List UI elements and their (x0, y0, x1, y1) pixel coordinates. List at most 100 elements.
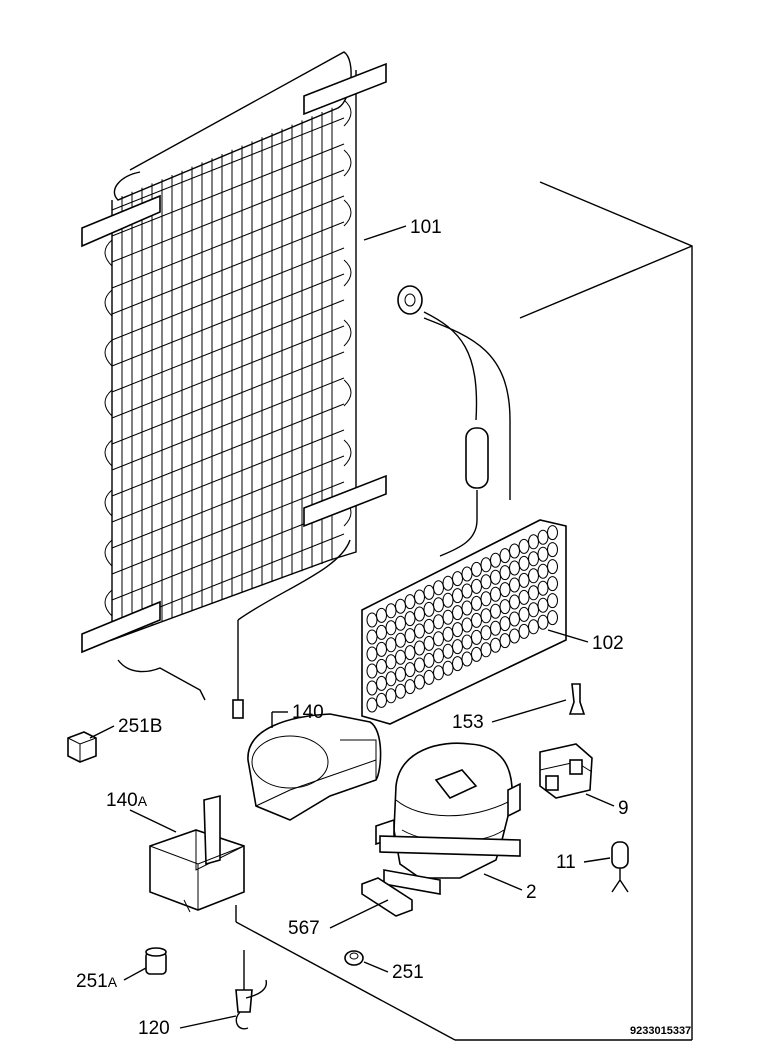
filter-drier (397, 285, 511, 557)
evaporator-coil (518, 555, 530, 571)
evaporator-coil (461, 651, 473, 667)
condenser-tube (111, 299, 345, 393)
evaporator-coil (404, 679, 416, 695)
evaporator-coil (490, 586, 501, 602)
evaporator-coil (499, 548, 511, 564)
label-120: 120 (138, 1018, 170, 1039)
label-101: 101 (410, 217, 442, 238)
condenser-wire-grid (121, 107, 333, 636)
evaporator-coil (376, 641, 387, 657)
evaporator-coil (423, 669, 435, 685)
evaporator-coil (518, 606, 530, 622)
evaporator-coil (518, 623, 530, 639)
evaporator-coil (385, 603, 397, 619)
evaporator-coil (366, 629, 378, 645)
evaporator-coil (395, 683, 406, 699)
evaporator-coil (366, 612, 378, 628)
evaporator-coil (528, 585, 539, 601)
relay (539, 743, 593, 799)
evaporator-coil (509, 594, 520, 610)
clip-153 (568, 683, 586, 715)
thermostat-probe (235, 950, 268, 1030)
evaporator-coil (385, 637, 397, 653)
evaporator-coil (442, 626, 454, 642)
evaporator-coil (471, 612, 482, 628)
evaporator-coil (547, 610, 558, 626)
evaporator-coil (414, 640, 425, 656)
condenser-tube (111, 325, 345, 419)
evaporator-coil (423, 601, 435, 617)
condenser-right-loops (343, 99, 352, 527)
evaporator-coil (499, 582, 511, 598)
evaporator-coil (499, 633, 511, 649)
evaporator-coil (499, 616, 511, 632)
evaporator-coil (376, 675, 387, 691)
condenser-tube (111, 169, 345, 263)
evaporator-coil (547, 593, 558, 609)
evaporator-coil (480, 557, 492, 573)
evaporator-coil (442, 660, 454, 676)
evaporator-coil (442, 592, 454, 608)
drip-tray (247, 713, 382, 821)
cabinet-outline (235, 181, 693, 1041)
condenser-left-loops (104, 239, 113, 617)
evaporator-coil (452, 622, 463, 638)
evaporator-coil (509, 577, 520, 593)
evaporator-coil (461, 634, 473, 650)
evaporator-coil (395, 632, 406, 648)
evaporator-coil (528, 602, 539, 618)
evaporator-coil (518, 572, 530, 588)
evaporator-coil (537, 597, 549, 613)
evaporator-coil (442, 609, 454, 625)
evaporator-coil (414, 674, 425, 690)
evaporator-coil (509, 611, 520, 627)
condenser-tube (111, 195, 345, 289)
evaporator-coil (452, 605, 463, 621)
label-153: 153 (452, 712, 484, 733)
evaporator-coil (537, 529, 549, 545)
evaporator-coil (385, 654, 397, 670)
evaporator-coil (366, 663, 378, 679)
drawing-number: 9233015337 (630, 1025, 691, 1037)
evaporator-coil (471, 578, 482, 594)
evaporator-coil (461, 600, 473, 616)
evaporator-coil (414, 589, 425, 605)
evaporator-coil (433, 631, 444, 647)
evaporator-coil (490, 569, 501, 585)
evaporator-coil (442, 575, 454, 591)
evaporator-coil (537, 614, 549, 630)
condenser-tube (111, 143, 345, 237)
evaporator-coil (385, 671, 397, 687)
condenser-tube (111, 351, 345, 445)
mounting-plate (361, 877, 413, 917)
evaporator-coil (547, 559, 558, 575)
evaporator-coil (404, 645, 416, 661)
evaporator-coil (547, 542, 558, 558)
label-140a: 140A (106, 790, 148, 811)
evaporator-coil (442, 643, 454, 659)
evaporator-coil (528, 534, 539, 550)
condenser-tube (111, 455, 345, 549)
condenser-tube (111, 247, 345, 341)
evaporator-coil (423, 618, 435, 634)
evaporator-coil (433, 580, 444, 596)
evaporator-coil (395, 666, 406, 682)
evaporator-coil (528, 551, 539, 567)
bracket (149, 794, 245, 913)
evaporator-coil (490, 620, 501, 636)
label-567: 567 (288, 918, 320, 939)
grommet-251a (145, 947, 167, 975)
evaporator-coil (461, 583, 473, 599)
evaporator-coil (490, 603, 501, 619)
evaporator-coil (404, 594, 416, 610)
evaporator-coil (414, 657, 425, 673)
condenser-tube (111, 117, 345, 211)
clip-251b (67, 731, 97, 763)
label-102: 102 (592, 633, 624, 654)
evaporator-coil (471, 629, 482, 645)
evaporator-coil (423, 652, 435, 668)
evaporator-coil (480, 591, 492, 607)
evaporator-coil (461, 617, 473, 633)
condenser-tube (111, 221, 345, 315)
